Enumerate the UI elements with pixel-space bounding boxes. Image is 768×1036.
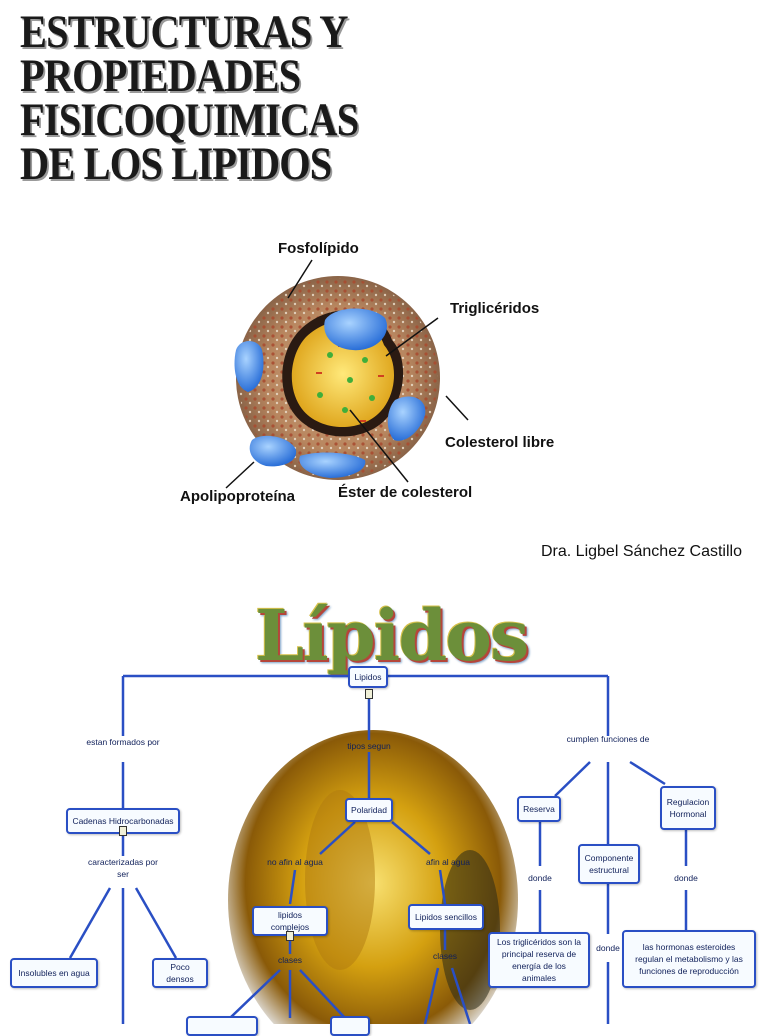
link-afin: afin al agua xyxy=(426,857,470,867)
link-tipos-segun: tipos segun xyxy=(347,741,391,751)
node-poco-densos[interactable]: Poco densos xyxy=(152,958,208,988)
node-insolubles-en-agua[interactable]: Insolubles en agua xyxy=(10,958,98,988)
link-clases-2: clases xyxy=(432,951,458,961)
lipoprotein-particle xyxy=(234,276,440,480)
resource-icon[interactable] xyxy=(286,931,294,941)
author-name: Dra. Ligbel Sánchez Castillo xyxy=(541,543,742,560)
node-polaridad[interactable]: Polaridad xyxy=(345,798,393,822)
label-apolipoproteina: Apolipoproteína xyxy=(180,488,295,505)
link-caracterizadas: caracterizadas por ser xyxy=(88,857,158,879)
node-hormonas-esteroides[interactable]: las hormonas esteroides regulan el metab… xyxy=(622,930,756,988)
label-fosfolipido: Fosfolípido xyxy=(278,240,359,257)
node-componente-estructural[interactable]: Componente estructural xyxy=(578,844,640,884)
title-line-2: PROPIEDADES xyxy=(20,50,301,102)
node-lipidos-root[interactable]: Lipidos xyxy=(348,666,388,688)
title-line-4: DE LOS LIPIDOS xyxy=(20,138,332,190)
link-estan-formados: estan formados por xyxy=(86,737,160,747)
node-partial-2[interactable] xyxy=(330,1016,370,1036)
node-lipidos-sencillos[interactable]: Lipidos sencillos xyxy=(408,904,484,930)
link-donde-1: donde xyxy=(528,873,552,883)
label-trigliceridos: Triglicéridos xyxy=(450,300,540,317)
node-regulacion-hormonal[interactable]: Regulacion Hormonal xyxy=(660,786,716,830)
main-title: ESTRUCTURAS Y PROPIEDADES FISICOQUIMICAS… xyxy=(20,6,359,190)
link-clases: clases xyxy=(277,955,303,965)
resource-icon[interactable] xyxy=(365,689,373,699)
link-cumplen-funciones: cumplen funciones de xyxy=(566,734,650,744)
link-donde-2: donde xyxy=(596,943,620,953)
link-donde-3: donde xyxy=(674,873,698,883)
title-line-1: ESTRUCTURAS Y xyxy=(20,6,348,58)
apolipoprotein-blobs xyxy=(234,308,426,478)
link-no-afin: no afin al agua xyxy=(267,857,323,867)
concept-connectors xyxy=(68,674,688,1024)
label-pointers xyxy=(225,259,469,489)
title-line-3: FISICOQUIMICAS xyxy=(20,94,359,146)
node-trigliceridos-reserva[interactable]: Los triglicéridos son la principal reser… xyxy=(488,932,590,988)
concept-map-title: Lípidos xyxy=(255,594,529,677)
label-colesterol-libre: Colesterol libre xyxy=(445,434,555,451)
resource-icon[interactable] xyxy=(119,826,127,836)
node-reserva[interactable]: Reserva xyxy=(517,796,561,822)
node-partial-1[interactable] xyxy=(186,1016,258,1036)
label-ester-colesterol: Éster de colesterol xyxy=(338,484,473,501)
